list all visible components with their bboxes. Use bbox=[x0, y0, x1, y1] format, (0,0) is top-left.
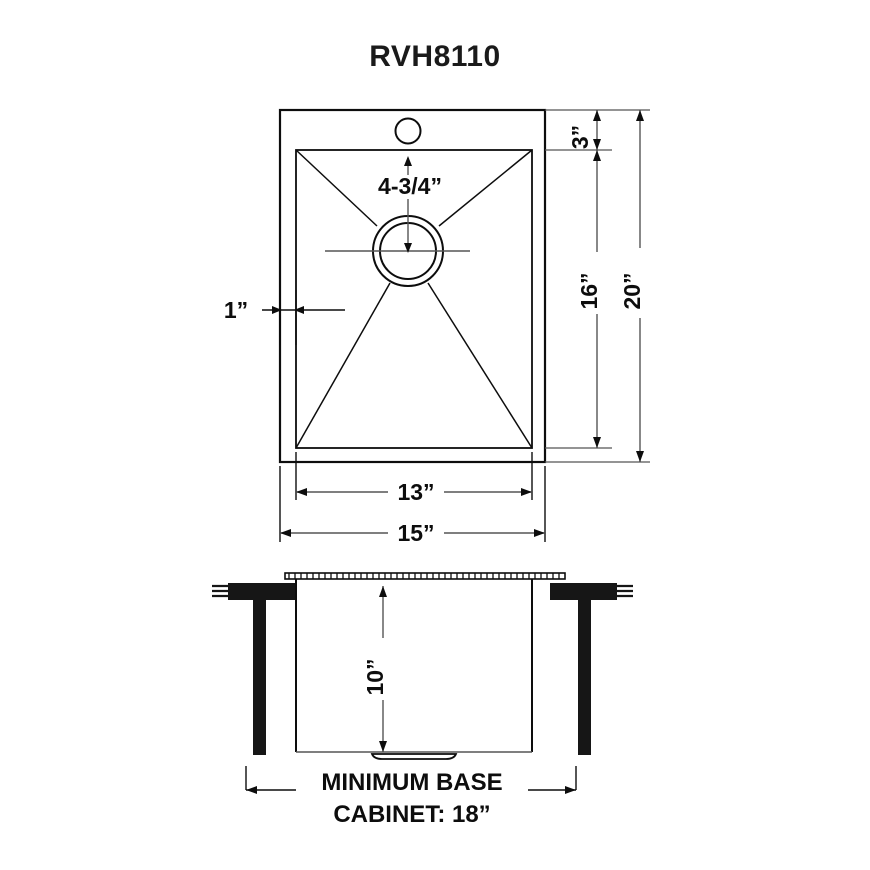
dim-label-back-ledge: 3” bbox=[567, 125, 593, 149]
dim-rim-width: 1” bbox=[224, 290, 345, 345]
cabinet-wall-right bbox=[578, 600, 591, 755]
dim-bowl-depth: 10” bbox=[362, 586, 397, 752]
dim-label-bowl-depth: 10” bbox=[362, 658, 388, 695]
label-minimum-base-line1: MINIMUM BASE bbox=[321, 769, 502, 796]
basin-slope-lines bbox=[295, 149, 533, 449]
dim-basin-depth: 16” bbox=[576, 150, 611, 448]
dim-overall-depth: 20” bbox=[619, 110, 654, 462]
cabinet-wall-left bbox=[253, 600, 266, 755]
dim-label-rim-width: 1” bbox=[224, 297, 248, 323]
right-extension-lines bbox=[545, 109, 650, 463]
countertop-right bbox=[550, 583, 633, 600]
dim-back-ledge: 3” bbox=[567, 110, 601, 150]
dim-minimum-base-cabinet: MINIMUM BASE CABINET: 18” bbox=[245, 766, 577, 828]
countertop-left bbox=[212, 583, 295, 600]
sink-outer-outline bbox=[278, 108, 547, 464]
break-line-right bbox=[614, 584, 633, 598]
top-view: 4-3/4” 1” 3” bbox=[223, 108, 654, 546]
dim-basin-width: 13” bbox=[296, 478, 532, 505]
dim-faucet-offset: 4-3/4” bbox=[372, 156, 448, 253]
cross-section-view: 10” MINIMUM BASE CABINET: 18” bbox=[212, 572, 633, 828]
dim-label-overall-depth: 20” bbox=[619, 272, 645, 309]
dim-overall-width: 15” bbox=[280, 519, 545, 546]
label-minimum-base-line2: CABINET: 18” bbox=[333, 801, 490, 828]
sink-rim-flange bbox=[284, 572, 566, 580]
page-title: RVH8110 bbox=[369, 40, 501, 73]
break-line-left bbox=[212, 584, 231, 598]
sink-bowl-section bbox=[295, 579, 533, 753]
faucet-hole bbox=[394, 117, 422, 145]
drain-outlet bbox=[370, 753, 458, 760]
dim-label-basin-depth: 16” bbox=[576, 272, 602, 309]
dim-label-basin-width: 13” bbox=[397, 479, 434, 505]
dim-label-faucet-offset: 4-3/4” bbox=[378, 173, 442, 199]
dim-label-overall-width: 15” bbox=[397, 520, 434, 546]
